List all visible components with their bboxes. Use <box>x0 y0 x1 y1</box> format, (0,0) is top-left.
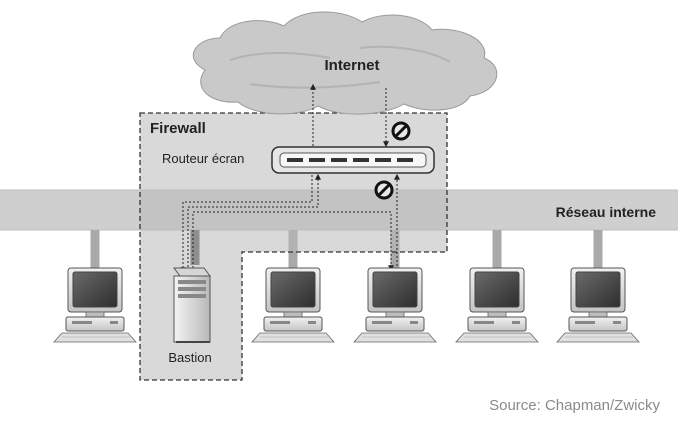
prohibited-icon <box>391 121 411 141</box>
traffic-paths <box>180 83 400 274</box>
firewall-label: Firewall <box>150 120 206 137</box>
internet-label: Internet <box>324 57 379 74</box>
cloud-icon <box>192 11 498 115</box>
internal-network-label: Réseau interne <box>556 204 657 220</box>
prohibited-icon <box>374 180 394 200</box>
bastion-label: Bastion <box>168 350 211 365</box>
router-icon <box>271 146 435 174</box>
screening-router-label: Routeur écran <box>162 151 244 166</box>
server-tower-icon <box>173 267 211 343</box>
source-caption: Source: Chapman/Zwicky <box>489 397 660 414</box>
firewall-zone <box>139 112 448 381</box>
